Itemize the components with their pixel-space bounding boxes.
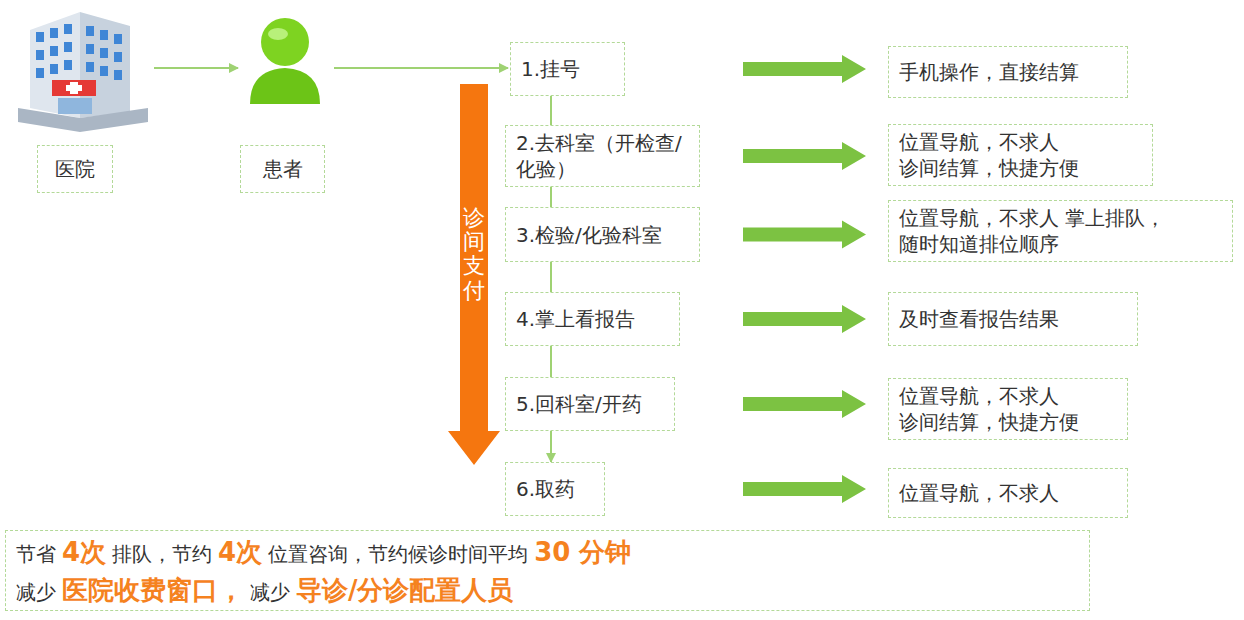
box-text: 4.掌上看报告 [516,306,669,332]
benefit-box: 手机操作，直接结算 [888,46,1128,98]
benefit-box: 位置导航，不求人 [888,468,1128,518]
benefit-box: 位置导航，不求人 掌上排队，随时知道排位顺序 [888,200,1233,262]
summary-line: 节省4次排队，节约4次位置咨询，节约候诊时间平均30 分钟 [16,534,1079,572]
summary-text: 排队，节约 [112,542,212,566]
hospital-node: 医院 [10,10,150,193]
flow-line [550,262,552,292]
step-box: 5.回科室/开药 [505,377,675,431]
thick-arrow [743,390,866,418]
step-box: 4.掌上看报告 [505,292,680,346]
highlight-text: 4次 [62,537,106,567]
box-text: 位置导航，不求人 诊间结算，快捷方便 [899,129,1142,181]
highlight-text: 医院收费窗口， [62,575,244,605]
box-text: 1.挂号 [521,56,614,82]
flow-line [550,187,552,207]
highlight-text: 4次 [218,537,262,567]
arrow-fill [448,84,500,465]
box-text: 3.检验/化验科室 [516,222,689,248]
box-text: 及时查看报告结果 [899,306,1127,332]
summary-box: 节省4次排队，节约4次位置咨询，节约候诊时间平均30 分钟减少医院收费窗口，减少… [5,530,1090,611]
summary-text: 减少 [250,580,290,604]
thick-arrow [743,475,866,503]
box-text: 手机操作，直接结算 [899,59,1117,85]
box-text: 位置导航，不求人 [899,480,1117,506]
benefit-box: 及时查看报告结果 [888,292,1138,346]
highlight-text: 30 分钟 [534,537,631,567]
step-box: 2.去科室（开检查/化验） [505,125,700,187]
step-box: 6.取药 [505,462,605,516]
box-text: 6.取药 [516,476,594,502]
flow-arrow [334,67,508,69]
summary-text: 位置咨询，节约候诊时间平均 [268,542,528,566]
box-text: 位置导航，不求人 掌上排队，随时知道排位顺序 [899,205,1222,257]
thick-arrow [743,55,866,83]
thick-arrow [743,142,866,170]
patient-node: 患者 [240,10,330,193]
thick-arrow [743,305,866,333]
benefit-box: 位置导航，不求人 诊间结算，快捷方便 [888,124,1153,186]
step-box: 3.检验/化验科室 [505,207,700,262]
highlight-text: 导诊/分诊配置人员 [296,575,514,605]
box-text: 5.回科室/开药 [516,391,664,417]
flow-line [550,96,552,125]
flow-line [550,346,552,377]
node-label: 患者 [240,145,325,193]
node-label: 医院 [37,145,113,193]
hospital-icon [18,12,148,132]
summary-line: 减少医院收费窗口，减少导诊/分诊配置人员 [16,572,1079,610]
box-text: 位置导航，不求人 诊间结算，快捷方便 [899,383,1117,435]
step-box: 1.挂号 [510,42,625,96]
summary-text: 节省 [16,542,56,566]
box-text: 2.去科室（开检查/化验） [516,130,689,182]
vertical-label: 诊间支付 [463,206,485,303]
flow-line [550,431,552,462]
summary-text: 减少 [16,580,56,604]
patient-icon [250,18,320,104]
thick-arrow [743,221,866,249]
benefit-box: 位置导航，不求人 诊间结算，快捷方便 [888,378,1128,440]
payment-arrow: 诊间支付 [448,84,500,465]
flow-arrow [154,67,238,69]
